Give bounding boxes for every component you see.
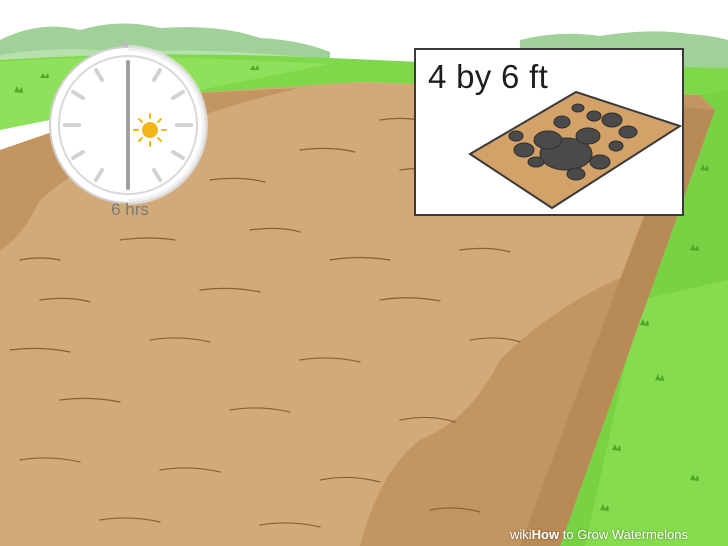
watermark-title: to Grow Watermelons [559, 527, 688, 542]
plot-size-card: 4 by 6 ft [414, 48, 684, 216]
plot-size-label: 4 by 6 ft [428, 58, 549, 95]
sun-icon [133, 113, 167, 147]
watermelon-plant-icon [468, 90, 682, 210]
clock-duration-label: 6 hrs [111, 200, 149, 219]
wikihow-watermark: wikiHow to Grow Watermelons [510, 527, 688, 542]
watermark-brand-prefix: wiki [510, 527, 532, 542]
grass-tufts [14, 65, 709, 511]
watermark-brand-how: How [531, 527, 560, 542]
clock-icon [49, 40, 208, 205]
